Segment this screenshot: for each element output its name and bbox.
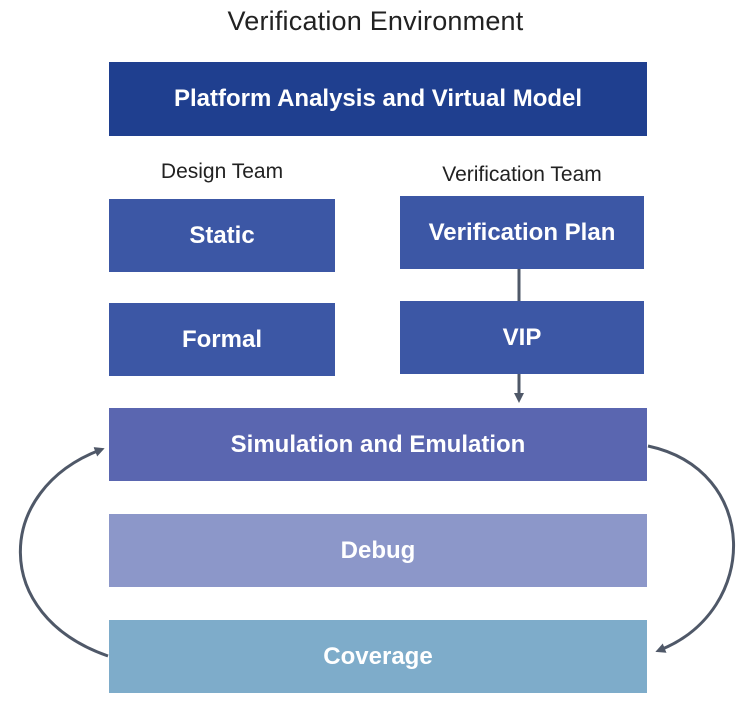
platform-analysis-label: Platform Analysis and Virtual Model: [173, 85, 583, 112]
debug-box: Debug: [109, 514, 647, 587]
verification-team-label: Verification Team: [442, 163, 602, 186]
formal-box: Formal: [109, 303, 335, 376]
verification-plan-label: Verification Plan: [428, 218, 616, 246]
debug-label: Debug: [340, 536, 416, 564]
coverage-to-simulation-arrow: [18, 447, 109, 658]
static-box: Static: [109, 199, 335, 272]
vip-box: VIP: [400, 301, 644, 374]
platform-analysis-box: Platform Analysis and Virtual Model: [109, 62, 647, 136]
coverage-box: Coverage: [109, 620, 647, 693]
simulation-emulation-label: Simulation and Emulation: [230, 430, 526, 458]
vip-label: VIP: [502, 323, 542, 351]
coverage-label: Coverage: [323, 642, 433, 670]
verification-plan-box: Verification Plan: [400, 196, 644, 269]
diagram-title: Verification Environment: [227, 6, 524, 36]
formal-label: Formal: [181, 325, 262, 353]
design-team-label: Design Team: [160, 160, 284, 183]
simulation-emulation-box: Simulation and Emulation: [109, 408, 647, 481]
static-label: Static: [189, 221, 255, 249]
simulation-to-coverage-arrow: [647, 444, 735, 653]
